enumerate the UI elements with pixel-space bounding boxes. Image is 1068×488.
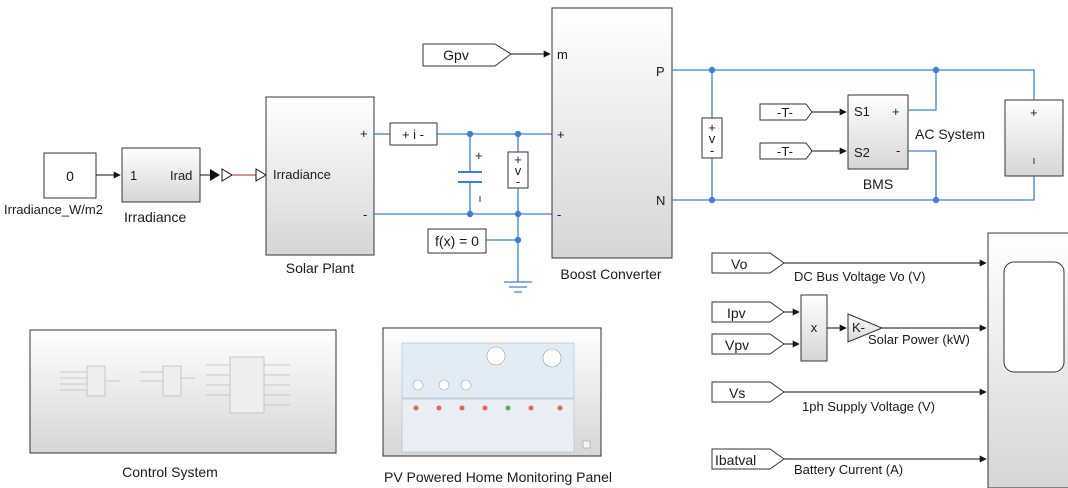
gauge-icon [542, 348, 562, 368]
junction-dot [514, 236, 522, 244]
boost-port-pos: + [557, 127, 565, 142]
solar-plant-label: Solar Plant [286, 260, 355, 276]
panel-corner-icon [582, 440, 591, 449]
gain-text: K- [852, 320, 865, 335]
power-wire [908, 70, 937, 111]
solar-plant-in-port: Irradiance [273, 167, 331, 182]
knob-icon [438, 379, 450, 391]
constant-value: 0 [66, 168, 74, 184]
irradiance-out-port: Irad [170, 168, 192, 183]
boost-port-n: N [656, 193, 665, 208]
ipv-tag-text: Ipv [727, 305, 746, 321]
boost-port-p: P [656, 64, 665, 79]
boost-converter-label: Boost Converter [560, 266, 661, 282]
scope-block[interactable] [987, 232, 1068, 488]
junction-dot [466, 130, 474, 138]
bms-neg-port: - [896, 143, 900, 158]
dc-bus-neg-wire [672, 176, 1035, 201]
solar-plant-neg-port: - [363, 207, 367, 222]
bms-from-tag-1[interactable]: -T- [759, 103, 813, 121]
ibatval-tag-text: Ibatval [715, 452, 756, 468]
vpv-tag-text: Vpv [725, 337, 749, 353]
vs-tag-text: Vs [729, 385, 745, 401]
product-block[interactable]: x [800, 294, 828, 362]
vsensor2-minus: - [710, 143, 714, 158]
bms-port-s1: S1 [854, 104, 870, 119]
vsensor2-v: v [709, 131, 716, 146]
bms-block[interactable]: S1 S2 + - [847, 94, 909, 170]
junction-dot [466, 210, 474, 218]
irradiance-in-port: 1 [130, 168, 137, 183]
from-tag-vo[interactable]: Vo [711, 252, 785, 274]
ac-system-block[interactable]: + [1004, 99, 1064, 177]
junction-dot [932, 66, 940, 74]
gauge-icon [486, 346, 506, 366]
dc-bus-pos-wire [672, 69, 1035, 100]
gain-block[interactable]: K- [847, 313, 884, 343]
power-wire [908, 150, 937, 200]
solar-plant-pos-port: + [360, 126, 368, 141]
vs-signal-label: 1ph Supply Voltage (V) [802, 399, 935, 414]
vsensor1-plus: + [514, 152, 522, 167]
constant-label: Irradiance_W/m2 [4, 202, 103, 217]
ac-system-label: AC System [915, 126, 985, 142]
panel-thumbnail-bottom [401, 398, 575, 453]
scope-screen-icon [1003, 261, 1065, 373]
capacitor-block[interactable]: + [458, 148, 483, 202]
junction-dot [514, 210, 522, 218]
current-sensor-block[interactable]: + i - [389, 122, 438, 146]
control-system-subsystem[interactable] [29, 329, 337, 454]
ps-converter-icon[interactable] [210, 169, 220, 181]
bms-from-2-text: -T- [777, 144, 793, 159]
solar-plant-block[interactable]: Irradiance + - [265, 96, 375, 256]
monitoring-panel-label: PV Powered Home Monitoring Panel [384, 469, 612, 485]
voltage-sensor-2-block[interactable]: + v - [701, 117, 723, 159]
bms-pos-port: + [892, 104, 900, 119]
junction-dot [708, 66, 716, 74]
junction-dot [708, 196, 716, 204]
solver-configuration-block[interactable]: f(x) = 0 [427, 228, 487, 254]
junction-dot [514, 130, 522, 138]
vsensor2-plus: + [708, 120, 716, 135]
bms-label: BMS [863, 176, 893, 192]
knob-icon [460, 379, 472, 391]
ps-converter-icon[interactable] [221, 168, 233, 182]
ground-icon[interactable] [504, 281, 532, 293]
irradiance-subsystem-label: Irradiance [124, 209, 186, 225]
monitoring-panel-block[interactable] [382, 327, 602, 457]
vsensor1-minus: - [516, 174, 520, 189]
voltage-sensor-1-block[interactable]: + v - [507, 151, 529, 189]
bms-port-s2: S2 [854, 145, 870, 160]
gpv-from-tag[interactable]: Gpv [422, 43, 512, 67]
boost-port-neg: - [557, 207, 561, 222]
status-lamps [413, 405, 563, 411]
vo-tag-text: Vo [731, 256, 748, 272]
gain-signal-label: Solar Power (kW) [868, 332, 970, 347]
from-tag-vs[interactable]: Vs [711, 381, 785, 403]
from-tag-ibatval[interactable]: Ibatval [711, 448, 785, 470]
from-tag-ipv[interactable]: Ipv [711, 301, 785, 323]
irradiance-subsystem-block[interactable]: 1 Irad [121, 147, 201, 203]
control-system-thumbnail [60, 356, 290, 414]
control-system-label: Control System [122, 464, 218, 480]
boost-converter-block[interactable]: m + - P N [551, 7, 673, 259]
vo-signal-label: DC Bus Voltage Vo (V) [794, 269, 926, 284]
junction-dot [932, 196, 940, 204]
boost-port-m: m [557, 47, 568, 62]
ibatval-signal-label: Battery Current (A) [794, 462, 903, 477]
vsensor1-v: v [515, 163, 522, 178]
solver-config-text: f(x) = 0 [435, 233, 479, 249]
from-tag-vpv[interactable]: Vpv [711, 333, 785, 355]
constant-block[interactable]: 0 [43, 152, 97, 199]
ac-system-plus: + [1030, 105, 1038, 120]
capacitor-plus: + [475, 148, 483, 163]
bms-from-1-text: -T- [777, 105, 793, 120]
product-text: x [811, 320, 818, 335]
bms-from-tag-2[interactable]: -T- [759, 142, 813, 160]
gpv-tag-text: Gpv [443, 47, 469, 63]
ps-port-icon [255, 168, 267, 182]
current-sensor-text: + i - [402, 127, 424, 142]
knob-icon [412, 379, 424, 391]
